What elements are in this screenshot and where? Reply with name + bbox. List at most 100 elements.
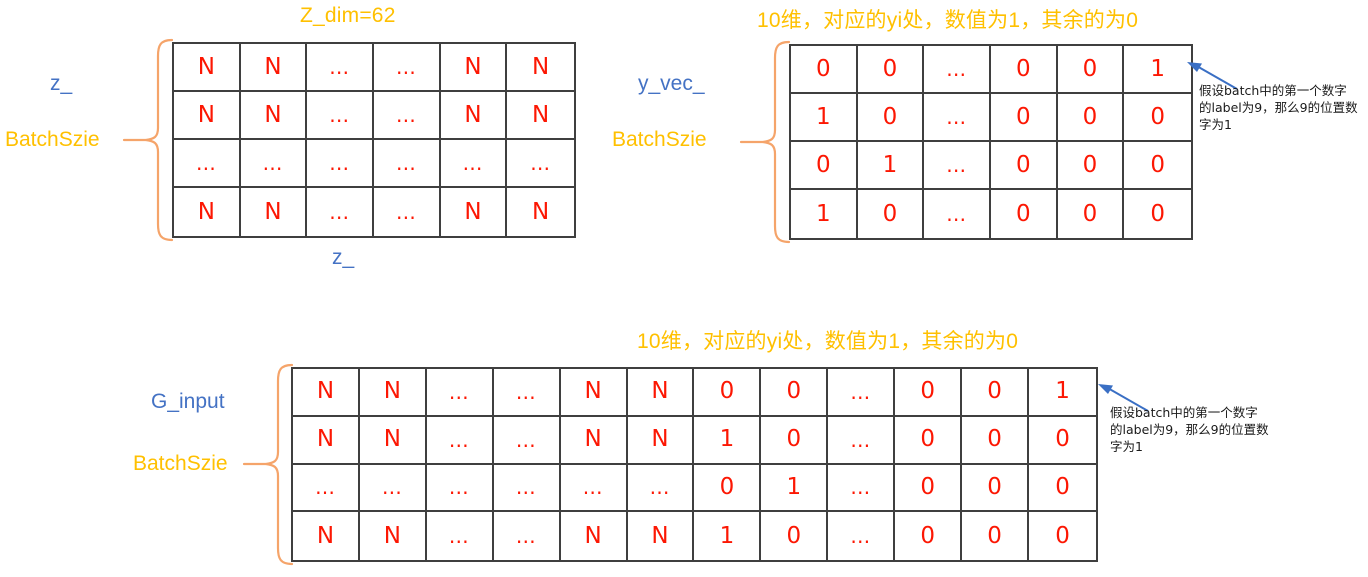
callout-arrow-bottom [1098, 384, 1149, 412]
matrix-cell: N [532, 198, 550, 225]
matrix-cell: … [924, 94, 991, 142]
matrix-cell: … [828, 416, 896, 465]
brace-y-vec-rows [739, 40, 791, 244]
matrix-cell: 1 [791, 94, 858, 142]
matrix-cell: 0 [857, 94, 925, 142]
matrix-cell: 0 [1124, 142, 1191, 190]
matrix-cell: … [924, 190, 991, 238]
matrix-cell: N [560, 416, 628, 465]
matrix-cell: 0 [1058, 190, 1125, 238]
matrix-cell: 1 [694, 512, 762, 560]
matrix-cell: 0 [962, 464, 1030, 513]
matrix-cell: 0 [990, 46, 1058, 94]
matrix-cell: … [374, 188, 441, 236]
matrix-cell: … [828, 464, 896, 513]
matrix-cell: 0 [857, 46, 925, 94]
matrix-cell: 0 [791, 142, 858, 190]
matrix-cell: 0 [991, 190, 1058, 238]
matrix-cell: N [628, 512, 695, 560]
matrix-cell: … [627, 464, 695, 513]
matrix-cell: 0 [895, 464, 963, 513]
matrix-cell: 0 [895, 369, 963, 417]
matrix-cell: … [426, 464, 494, 513]
heading-y-vec-dimension: 10维，对应的yi处，数值为1，其余的为0 [757, 9, 1139, 32]
matrix-cell: 0 [1055, 522, 1070, 549]
matrix-cell: 0 [895, 416, 963, 465]
matrix-cell: N [560, 369, 628, 417]
matrix-cell: 1 [1029, 369, 1096, 417]
matrix-cell: N [507, 44, 574, 92]
matrix-cell: … [507, 140, 574, 188]
matrix-cell: N [293, 369, 360, 417]
heading-z-dim: Z_dim=62 [300, 4, 396, 27]
matrix-cell: … [240, 140, 308, 188]
matrix-cell: … [924, 142, 991, 190]
matrix-cell: … [307, 44, 374, 92]
label-z-variable: z_ [50, 72, 73, 95]
callout-arrow-top [1187, 62, 1238, 90]
matrix-cell: 0 [791, 46, 858, 94]
matrix-cell: N [507, 92, 574, 140]
matrix-cell: … [373, 140, 441, 188]
matrix-cell: N [174, 188, 241, 236]
matrix-cell: 0 [694, 464, 762, 513]
matrix-cell: 0 [962, 512, 1030, 560]
matrix-cell: … [359, 464, 427, 513]
matrix-cell: 1 [791, 190, 858, 238]
matrix-cell: … [427, 512, 494, 560]
matrix-cell: N [240, 44, 308, 92]
heading-g-input-dimension: 10维，对应的yi处，数值为1，其余的为0 [637, 330, 1019, 353]
matrix-cell: … [373, 92, 441, 140]
matrix-cell: N [293, 512, 360, 560]
matrix-cell: 0 [1057, 46, 1125, 94]
matrix-cell: 0 [1124, 94, 1191, 142]
label-batch-size-y-vec: BatchSzie [612, 128, 707, 151]
matrix-cell: … [293, 464, 360, 513]
label-g-input-variable: G_input [151, 390, 225, 413]
matrix-cell: N [561, 512, 628, 560]
matrix-cell: 0 [1029, 465, 1096, 513]
matrix-cell: N [440, 44, 508, 92]
matrix-cell: N [440, 92, 508, 140]
matrix-cell: N [360, 512, 427, 560]
matrix-cell: 0 [1029, 417, 1096, 465]
matrix-cell: N [174, 44, 241, 92]
label-y-vec-variable: y_vec_ [638, 72, 705, 95]
matrix-cell: 0 [694, 369, 762, 417]
matrix-cell: 1 [694, 416, 762, 465]
matrix-cell: 1 [1124, 46, 1191, 94]
matrix-cell: 0 [761, 512, 829, 560]
matrix-cell: 0 [990, 94, 1058, 142]
matrix-cell: 1 [761, 464, 829, 513]
callout-text-bottom: 假设batch中的第一个数字的label为9，那么9的位置数字为1 [1110, 405, 1269, 454]
matrix-cell: … [307, 140, 374, 188]
matrix-cell: … [307, 188, 374, 236]
matrix-cell: 0 [990, 142, 1058, 190]
matrix-cell: N [293, 416, 360, 465]
matrix-cell: N [174, 92, 241, 140]
matrix-cell: 0 [1057, 94, 1125, 142]
matrix-cell: N [240, 92, 308, 140]
matrix-cell: 0 [761, 369, 829, 417]
matrix-cell: … [493, 464, 561, 513]
matrix-cell: … [924, 46, 991, 94]
matrix-cell: 0 [1057, 142, 1125, 190]
matrix-cell: N [441, 188, 508, 236]
matrix-cell: … [174, 140, 241, 188]
matrix-cell: … [373, 44, 441, 92]
label-z-axis: z_ [332, 246, 355, 269]
matrix-cell: … [493, 416, 561, 465]
matrix-cell: N [627, 416, 695, 465]
matrix-cell: … [828, 512, 896, 560]
matrix-cell: N [359, 416, 427, 465]
matrix-cell: … [493, 369, 561, 417]
matrix-cell: 0 [895, 512, 963, 560]
label-batch-size-z: BatchSzie [5, 128, 100, 151]
matrix-cell: N [241, 188, 308, 236]
matrix-cell: … [560, 464, 628, 513]
matrix-cell: 0 [761, 416, 829, 465]
callout-text-top: 假设batch中的第一个数字的label为9，那么9的位置数字为1 [1199, 83, 1358, 132]
